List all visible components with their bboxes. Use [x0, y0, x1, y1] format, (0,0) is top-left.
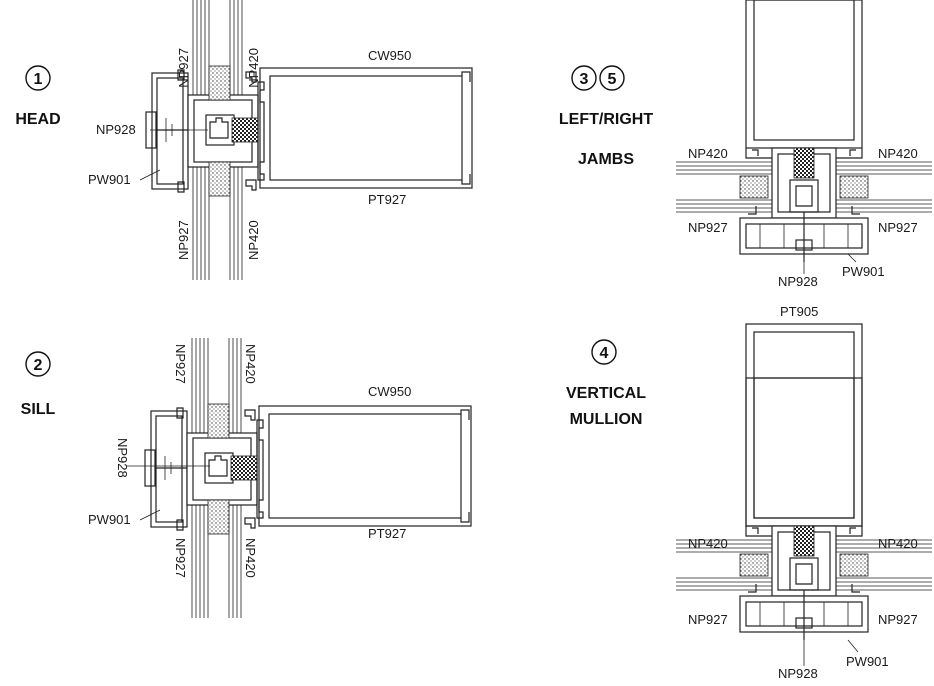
label-bottom-right: NP420 — [243, 538, 258, 578]
label-top: PT905 — [780, 304, 818, 319]
label-bottom: PT927 — [368, 192, 406, 207]
detail-title-line2: JAMBS — [578, 151, 634, 168]
label-lower-left: NP927 — [688, 220, 728, 235]
detail-title-line1: VERTICAL — [566, 385, 646, 402]
label-bolt: PW901 — [88, 172, 131, 187]
detail-number-a: 3 — [580, 71, 589, 88]
label-lower-left: NP927 — [688, 612, 728, 627]
label-lower-right: NP927 — [878, 612, 918, 627]
label-bottom-left: NP927 — [173, 538, 188, 578]
label-upper-right: NP420 — [878, 536, 918, 551]
label-top-right: NP420 — [243, 344, 258, 384]
detail-number-b: 5 — [608, 71, 617, 88]
detail-title: SILL — [21, 401, 56, 418]
detail-number: 4 — [600, 345, 609, 362]
detail-title: HEAD — [15, 111, 60, 128]
label-bolt: PW901 — [842, 264, 885, 279]
label-bottom-left: NP927 — [176, 220, 191, 260]
label-gasket: NP928 — [115, 438, 130, 478]
label-top-right: NP420 — [246, 48, 261, 88]
label-gasket: NP928 — [778, 274, 818, 289]
label-gasket: NP928 — [778, 666, 818, 681]
mullion-detail: 4 VERTICAL MULLION PT905 NP420 NP420 NP9… — [566, 304, 933, 681]
detail-number-circle-a — [571, 65, 597, 91]
detail-number-circle — [591, 339, 617, 365]
detail-number-circle — [25, 351, 51, 377]
label-upper-right: NP420 — [878, 146, 918, 161]
label-bottom: PT927 — [368, 526, 406, 541]
label-lower-right: NP927 — [878, 220, 918, 235]
label-upper-left: NP420 — [688, 146, 728, 161]
label-top-left: NP927 — [176, 48, 191, 88]
head-section-drawing — [145, 0, 473, 281]
detail-number-circle-b — [599, 65, 625, 91]
mullion-section-drawing — [675, 377, 933, 641]
sill-detail: 2 SILL NP927 NP420 CW950 NP928 PW901 PT9… — [21, 337, 472, 619]
sill-section-drawing — [144, 337, 472, 619]
label-bolt: PW901 — [88, 512, 131, 527]
label-gasket: NP928 — [96, 122, 136, 137]
detail-number-circle — [25, 65, 51, 91]
head-detail: 1 HEAD NP927 NP420 CW950 NP928 PW901 PT9… — [15, 0, 473, 281]
jambs-detail: 3 5 LEFT/RIGHT JAMBS NP420 NP420 NP927 N… — [559, 0, 933, 289]
detail-title-line1: LEFT/RIGHT — [559, 111, 653, 128]
detail-number: 2 — [34, 357, 43, 374]
label-bolt: PW901 — [846, 654, 889, 669]
detail-title-line2: MULLION — [570, 411, 643, 428]
label-outer: CW950 — [368, 384, 411, 399]
label-outer: CW950 — [368, 48, 411, 63]
label-bottom-right: NP420 — [246, 220, 261, 260]
detail-number: 1 — [34, 71, 43, 88]
label-upper-left: NP420 — [688, 536, 728, 551]
label-top-left: NP927 — [173, 344, 188, 384]
